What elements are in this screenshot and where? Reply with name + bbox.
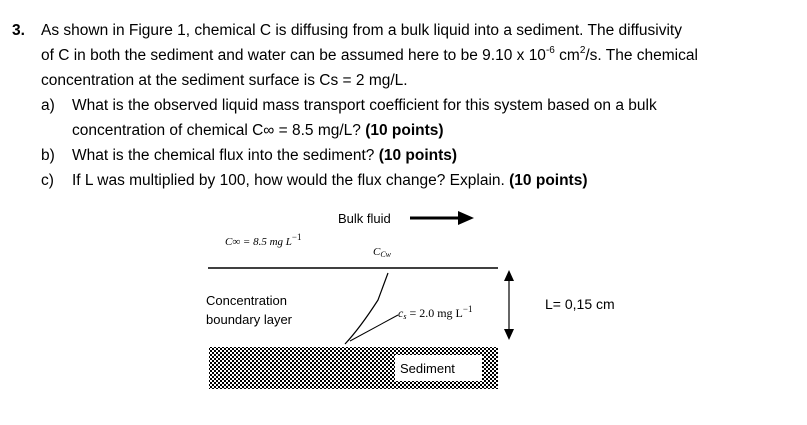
intro-line-2: of C in both the sediment and water can … <box>41 43 698 68</box>
ccw-label: CCw <box>373 246 392 259</box>
part-b-label: b) <box>41 147 55 164</box>
intro-line-2-post: /s. The chemical <box>585 47 698 64</box>
c-inf-exponent: −1 <box>292 232 302 242</box>
thickness-arrow-icon <box>504 270 514 340</box>
ccw-letter: C <box>373 246 381 258</box>
boundary-label-2: boundary layer <box>206 312 293 327</box>
thickness-label: L= 0,15 cm <box>545 296 615 312</box>
exponent-2: 2 <box>579 44 586 56</box>
sediment-label: Sediment <box>400 361 455 376</box>
boundary-label-1: Concentration <box>206 293 287 308</box>
intro-line-2-pre: of C in both the sediment and water can … <box>41 47 546 64</box>
part-a-label: a) <box>41 97 55 114</box>
intro-line-2-mid: cm <box>554 47 580 64</box>
part-c-points: (10 points) <box>509 172 588 189</box>
cs-subscript: s <box>403 312 406 321</box>
cs-value: = 2.0 mg L <box>406 306 462 320</box>
part-a-line-1: What is the observed liquid mass transpo… <box>72 97 657 114</box>
part-b-points: (10 points) <box>378 147 458 164</box>
part-c-text: If L was multiplied by 100, how would th… <box>72 172 510 189</box>
c-inf-text: C∞ = 8.5 mg L <box>225 236 292 248</box>
question-number: 3. <box>12 22 25 39</box>
part-b-text: What is the chemical flux into the sedim… <box>72 147 379 164</box>
cs-pointer-line <box>349 314 399 342</box>
intro-line-3: concentration at the sediment surface is… <box>41 72 408 89</box>
cs-letter: c <box>398 306 404 320</box>
part-a-line-2-text: concentration of chemical C∞ = 8.5 mg/L? <box>72 122 366 139</box>
part-a-points: (10 points) <box>365 122 444 139</box>
part-c-line-1: If L was multiplied by 100, how would th… <box>72 168 588 193</box>
intro-line-1: As shown in Figure 1, chemical C is diff… <box>41 22 682 39</box>
flow-arrow-icon <box>410 211 474 225</box>
part-b-line-1: What is the chemical flux into the sedim… <box>72 143 457 168</box>
cs-exponent: −1 <box>463 304 473 314</box>
c-inf-label: C∞ = 8.5 mg L−1 <box>225 232 302 248</box>
part-a-line-2: concentration of chemical C∞ = 8.5 mg/L?… <box>72 118 444 143</box>
part-c-label: c) <box>41 172 54 189</box>
exponent: -6 <box>545 44 555 56</box>
cs-label: cs = 2.0 mg L−1 <box>398 304 472 321</box>
bulk-fluid-label: Bulk fluid <box>338 211 391 226</box>
ccw-subscript: Cw <box>380 250 391 259</box>
concentration-profile-curve <box>344 272 389 345</box>
sediment-label-box <box>395 355 482 381</box>
